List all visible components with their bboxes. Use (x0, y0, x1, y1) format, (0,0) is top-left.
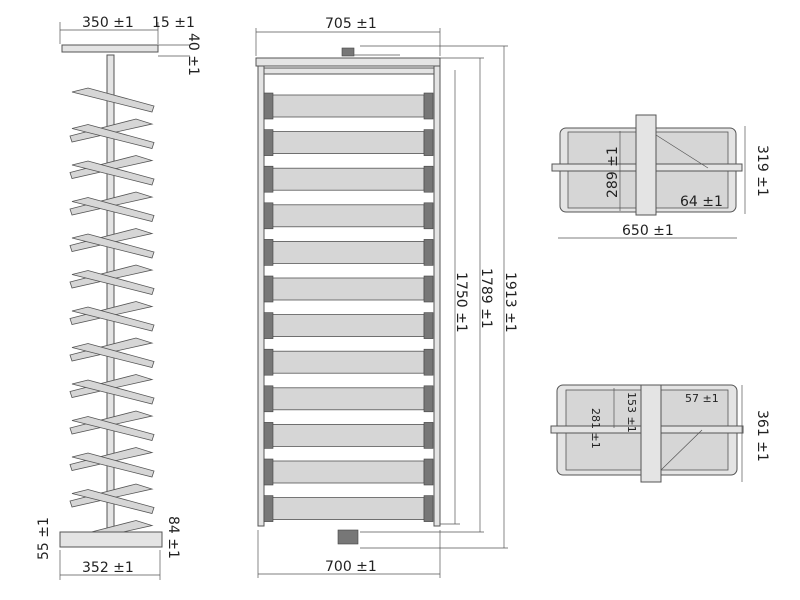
dim-b-offset-153: 153 ±1 (625, 392, 638, 433)
side-basket-upper (71, 379, 155, 405)
basket-bracket-left (263, 385, 274, 413)
dim-base-depth: 84 ±1 (165, 516, 181, 559)
side-view: 350 ±1 15 ±1 40 ±1 352 ±1 55 ±1 84 ±1 (36, 15, 201, 580)
dim-a-post: 64 ±1 (680, 194, 723, 210)
dim-height-1750: 1750 ±1 (453, 272, 469, 333)
top-handle (341, 47, 355, 57)
dim-a-depth: 319 ±1 (754, 145, 770, 197)
side-basket-upper (71, 197, 155, 222)
dim-a-width: 650 ±1 (622, 223, 674, 239)
front-baskets (263, 92, 434, 522)
dim-height-1913: 1913 ±1 (502, 272, 518, 333)
side-basket-upper (71, 452, 155, 478)
bottom-handle (337, 529, 359, 545)
dim-height-1789: 1789 ±1 (478, 268, 494, 329)
basket (271, 314, 425, 338)
side-basket-upper (71, 87, 155, 113)
basket-bracket-left (263, 348, 274, 376)
side-basket-upper (71, 270, 155, 295)
basket (271, 387, 425, 411)
basket (271, 460, 425, 484)
basket (271, 131, 425, 155)
front-view: 705 ±1 700 ±1 1750 ±1 1789 ±1 1913 ±1 (255, 16, 518, 578)
basket-bracket-right (423, 495, 434, 522)
dim-a-offset: 289 ±1 (605, 146, 621, 198)
basket (271, 277, 425, 301)
post (635, 114, 657, 216)
basket-bracket-right (423, 458, 434, 486)
basket (271, 204, 425, 228)
dim-base-height: 55 ±1 (36, 517, 52, 560)
dim-outer-width: 705 ±1 (325, 16, 377, 32)
basket (271, 240, 425, 264)
side-basket-upper (71, 343, 155, 368)
side-basket-upper (71, 489, 155, 514)
basket-bracket-right (423, 312, 434, 339)
basket (271, 167, 425, 191)
dim-top-height: 40 ±1 (185, 33, 201, 76)
basket-bracket-right (423, 239, 434, 266)
basket-bracket-right (423, 422, 434, 449)
dim-top-width: 350 ±1 (82, 15, 134, 31)
dim-b-post: 57 ±1 (685, 392, 719, 405)
top-plate (61, 44, 159, 53)
basket-bracket-left (263, 129, 274, 156)
side-basket-upper (71, 124, 155, 149)
dim-b-depth: 361 ±1 (754, 410, 770, 462)
basket-bracket-right (423, 165, 434, 193)
side-basket-upper (71, 416, 155, 441)
basket (271, 497, 425, 521)
dim-top-offset: 15 ±1 (152, 15, 195, 31)
side-basket-upper (71, 233, 155, 259)
basket (271, 350, 425, 374)
top-view-b: 153 ±1 281 ±1 57 ±1 361 ±1 (550, 384, 770, 483)
basket-bracket-right (423, 348, 434, 376)
base-plate (59, 531, 163, 548)
basket-bracket-left (263, 165, 274, 193)
side-baskets (69, 87, 155, 544)
basket (271, 423, 425, 447)
basket-bracket-right (423, 92, 434, 120)
basket-bracket-left (263, 92, 274, 120)
basket-bracket-left (263, 422, 274, 449)
top-rail (255, 57, 441, 67)
basket-bracket-right (423, 275, 434, 303)
dim-inner-width: 700 ±1 (325, 559, 377, 575)
basket (271, 94, 425, 118)
post (640, 384, 662, 483)
dim-b-offset-281: 281 ±1 (589, 408, 602, 449)
basket-bracket-left (263, 458, 274, 486)
side-basket-upper (71, 160, 155, 186)
basket-bracket-right (423, 202, 434, 230)
basket-bracket-left (263, 312, 274, 339)
side-basket-upper (71, 306, 155, 332)
basket-bracket-right (423, 385, 434, 413)
basket-bracket-left (263, 275, 274, 303)
dim-base-width: 352 ±1 (82, 560, 134, 576)
basket-bracket-left (263, 239, 274, 266)
basket-bracket-right (423, 129, 434, 156)
basket-bracket-left (263, 202, 274, 230)
top-view-a: 289 ±1 64 ±1 650 ±1 319 ±1 (551, 114, 770, 239)
basket-bracket-left (263, 495, 274, 522)
